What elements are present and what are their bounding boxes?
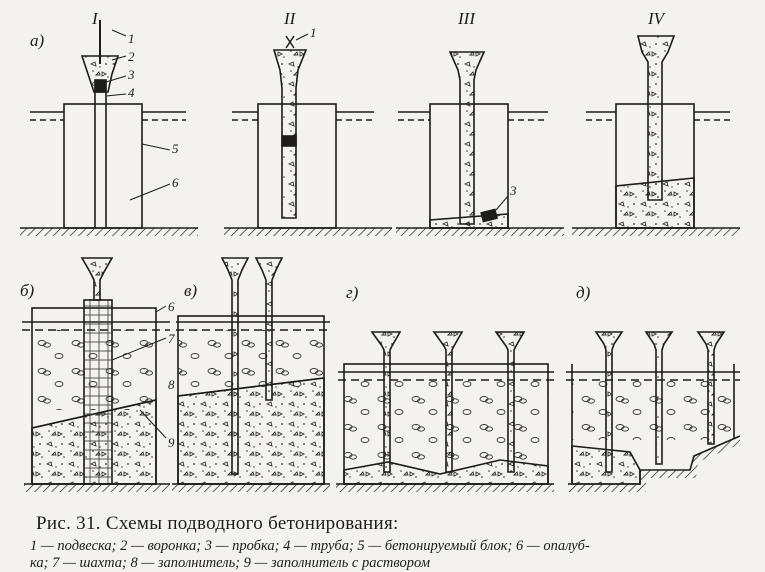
panel-label-a: а) — [30, 31, 45, 50]
stage-3-sketch — [396, 51, 564, 236]
panel-g-sketch — [336, 331, 554, 492]
panel-label-v: в) — [184, 281, 198, 300]
callout-5: 5 — [172, 141, 179, 156]
callout-7: 7 — [168, 331, 175, 346]
callout-4: 4 — [128, 85, 135, 100]
stage-label-4: IV — [648, 9, 665, 28]
panel-label-g: г) — [346, 283, 359, 302]
panel-d-sketch — [566, 331, 741, 492]
stage-label-2: II — [284, 9, 296, 28]
stage-1-sketch — [20, 20, 198, 236]
callout-3: 3 — [128, 67, 135, 82]
panel-v-sketch — [172, 257, 330, 492]
callout-6: 6 — [172, 175, 179, 190]
stage-label-3: III — [458, 9, 475, 28]
stage-4-sketch — [572, 35, 740, 236]
callout-6-panel-b: 6 — [168, 299, 175, 314]
callout-3-stage3: 3 — [510, 183, 517, 198]
callout-9: 9 — [168, 435, 175, 450]
callout-2: 2 — [128, 49, 135, 64]
legend-line-2: ка; 7 — шахта; 8 — заполнитель; 9 — запо… — [30, 555, 430, 571]
callout-1: 1 — [128, 31, 135, 46]
callout-8: 8 — [168, 377, 175, 392]
panel-label-d: д) — [576, 283, 591, 302]
stage-2-sketch — [224, 33, 392, 236]
callout-1-stage2: 1 — [310, 25, 317, 40]
figure-caption: Рис. 31. Схемы подводного бетонирования: — [36, 513, 399, 534]
stage-label-1: I — [92, 9, 98, 28]
panel-b-sketch — [22, 257, 170, 492]
panel-label-b: б) — [20, 281, 35, 300]
legend-line-1: 1 — подвеска; 2 — воронка; 3 — пробка; 4… — [30, 538, 590, 554]
